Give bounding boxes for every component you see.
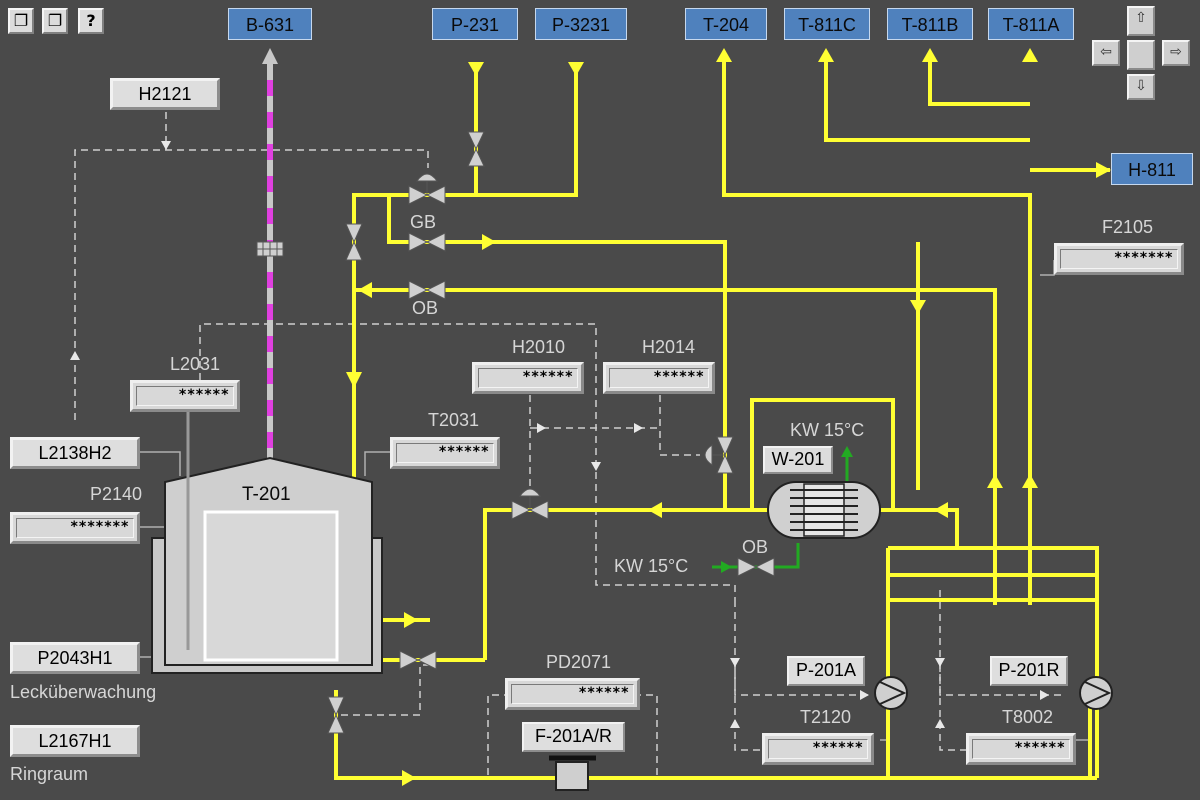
- tag-t811c[interactable]: T-811C: [784, 8, 870, 40]
- equipment-p201r-label[interactable]: P-201R: [990, 656, 1068, 686]
- instrument-t2031-value[interactable]: ******: [390, 437, 500, 469]
- leak-monitoring-label: Lecküberwachung: [10, 682, 157, 702]
- window-button-1[interactable]: ❐: [8, 8, 34, 34]
- valve-ob-label: OB: [412, 298, 439, 318]
- value-text: ******: [1014, 740, 1065, 756]
- process-lines: [334, 62, 1110, 780]
- nav-right-button[interactable]: ⇨: [1162, 40, 1190, 66]
- tag-h811[interactable]: H-811: [1111, 153, 1193, 185]
- value-text: ******: [653, 369, 704, 385]
- instrument-h2010-name: H2010: [512, 337, 566, 357]
- instrument-h2014-name: H2014: [642, 337, 696, 357]
- tag-p231[interactable]: P-231: [432, 8, 518, 40]
- value-text: ******: [522, 369, 573, 385]
- label-h2121[interactable]: H2121: [110, 78, 220, 110]
- pump-icons: [874, 676, 1113, 710]
- tag-p3231[interactable]: P-3231: [535, 8, 627, 40]
- signal-arrows: [70, 141, 1049, 728]
- instrument-t8002-value[interactable]: ******: [966, 733, 1076, 765]
- equipment-p201a-label[interactable]: P-201A: [787, 656, 865, 686]
- valve-icons: [327, 131, 775, 734]
- label-l2167h1[interactable]: L2167H1: [10, 725, 140, 757]
- vent-line: [262, 48, 278, 460]
- heat-exchanger-w201: [767, 481, 881, 539]
- instrument-t8002-name: T8002: [1002, 707, 1054, 727]
- filter-f201ar: [549, 755, 596, 791]
- value-text: ******: [178, 387, 229, 403]
- instrument-t2120-name: T2120: [800, 707, 852, 727]
- tag-t811a[interactable]: T-811A: [988, 8, 1074, 40]
- value-text: *******: [1113, 250, 1173, 266]
- flame-arrester-icon: [256, 241, 284, 257]
- instrument-p2140-name: P2140: [90, 484, 143, 504]
- value-text: ******: [812, 740, 863, 756]
- process-arrows: [346, 48, 1111, 786]
- value-text: ******: [438, 444, 489, 460]
- instrument-t2120-value[interactable]: ******: [762, 733, 874, 765]
- label-l2138h2[interactable]: L2138H2: [10, 437, 140, 469]
- instrument-pd2071-value[interactable]: ******: [505, 678, 640, 710]
- tag-t811b[interactable]: T-811B: [887, 8, 973, 40]
- nav-left-button[interactable]: ⇦: [1092, 40, 1120, 66]
- instrument-p2140-value[interactable]: *******: [10, 512, 140, 544]
- instrument-t2031-name: T2031: [428, 410, 480, 430]
- nav-up-button[interactable]: ⇧: [1127, 6, 1155, 36]
- instrument-f2105-value[interactable]: *******: [1054, 243, 1184, 275]
- instrument-f2105-name: F2105: [1102, 217, 1154, 237]
- instrument-l2031-value[interactable]: ******: [130, 380, 240, 412]
- value-text: *******: [69, 519, 129, 535]
- annular-space-label: Ringraum: [10, 764, 89, 784]
- value-text: ******: [578, 685, 629, 701]
- cooling-water-in-label: KW 15°C: [614, 556, 689, 576]
- instrument-h2014-value[interactable]: ******: [603, 362, 715, 394]
- help-button[interactable]: ?: [78, 8, 104, 34]
- equipment-w201-label[interactable]: W-201: [763, 446, 833, 474]
- cooling-water-out-label: KW 15°C: [790, 420, 865, 440]
- window-button-2[interactable]: ❐: [42, 8, 68, 34]
- instrument-h2010-value[interactable]: ******: [472, 362, 584, 394]
- tag-t204[interactable]: T-204: [685, 8, 767, 40]
- nav-center-button[interactable]: [1127, 40, 1155, 70]
- equipment-f201ar-label[interactable]: F-201A/R: [522, 722, 625, 752]
- label-p2043h1[interactable]: P2043H1: [10, 642, 140, 674]
- tank-t201: [151, 395, 383, 674]
- tag-b631[interactable]: B-631: [228, 8, 312, 40]
- valve-gb-label: GB: [410, 212, 437, 232]
- nav-down-button[interactable]: ⇩: [1127, 74, 1155, 100]
- instrument-l2031-name: L2031: [170, 354, 221, 374]
- valve-ob-hx-label: OB: [742, 537, 769, 557]
- instrument-pd2071-name: PD2071: [546, 652, 612, 672]
- equipment-t201-label[interactable]: T-201: [242, 484, 291, 505]
